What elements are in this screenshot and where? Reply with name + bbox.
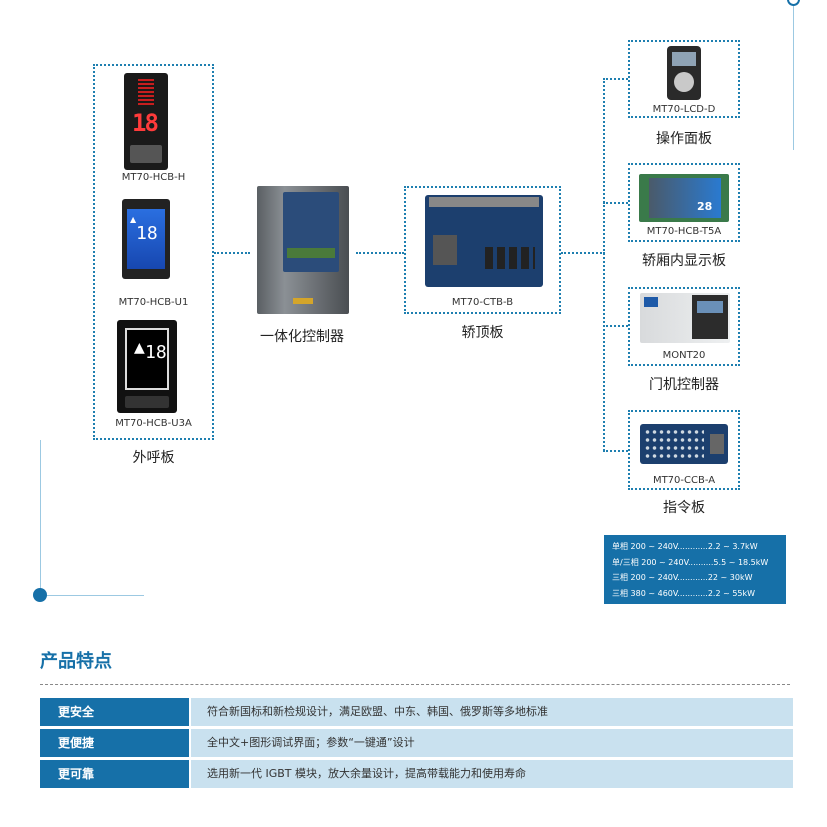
- door-controller-screen: [697, 301, 723, 313]
- command-board-image: [640, 424, 728, 464]
- connector-cartop-right: [561, 252, 605, 254]
- door-controller-image: [640, 293, 730, 343]
- feature-row-reliability: 更可靠 选用新一代 IGBT 模块，放大余量设计，提高带载能力和使用寿命: [40, 760, 793, 788]
- command-board-caption: 指令板: [663, 500, 705, 516]
- decor-line-left: [40, 440, 41, 596]
- hcb-h-dot-matrix: [138, 79, 154, 105]
- feature-key: 更可靠: [40, 760, 189, 788]
- spec-row: 三相 380 ~ 460V............2.2 ~ 55kW: [612, 588, 756, 598]
- integrated-controller-image: [257, 186, 349, 314]
- door-controller-box: [628, 287, 740, 366]
- hcb-u3a-digits: 18: [145, 342, 167, 363]
- operation-panel-image: [667, 46, 701, 100]
- command-board-port: [710, 434, 724, 454]
- hcb-u3a-label: MT70-HCB-U3A: [115, 418, 192, 429]
- connector-right-branch-4: [603, 450, 628, 452]
- car-display-image: 28: [639, 174, 729, 222]
- car-display-box: [628, 163, 740, 242]
- feature-value: 选用新一代 IGBT 模块，放大余量设计，提高带载能力和使用寿命: [191, 760, 793, 788]
- car-top-board-box: [404, 186, 561, 314]
- car-display-label: MT70-HCB-T5A: [646, 226, 722, 237]
- feature-key: 更安全: [40, 698, 189, 726]
- feature-value: 符合新国标和新检规设计，满足欧盟、中东、韩国、俄罗斯等多地标准: [191, 698, 793, 726]
- connector-right-branch-2: [603, 202, 628, 204]
- car-display-screen: [649, 178, 721, 218]
- hcb-u1-digits: 18: [136, 223, 158, 244]
- hall-call-board-group: [93, 64, 214, 440]
- hcb-u3a-board-image: ▲ 18: [117, 320, 177, 413]
- door-controller-logo: [644, 297, 658, 307]
- operation-panel-caption: 操作面板: [656, 131, 712, 147]
- integrated-controller-caption: 一体化控制器: [260, 329, 344, 345]
- connector-right-branch-1: [603, 78, 628, 80]
- hcb-h-buttons: [130, 145, 162, 163]
- car-top-board-image: [425, 195, 543, 287]
- feature-key: 更便捷: [40, 729, 189, 757]
- hcb-u1-board-image: 18 ▲: [122, 199, 170, 279]
- operation-panel-label: MT70-LCD-D: [652, 104, 716, 115]
- command-board-buttons: [644, 428, 704, 460]
- spec-row: 三相 200 ~ 240V............22 ~ 30kW: [612, 573, 753, 582]
- door-controller-caption: 门机控制器: [649, 377, 719, 393]
- car-display-digits: 28: [697, 200, 713, 213]
- connector-right-branch-3: [603, 325, 628, 327]
- car-top-board-label: MT70-CTB-B: [451, 297, 514, 308]
- features-divider: [40, 684, 790, 685]
- hcb-u3a-arrow-icon: ▲: [134, 340, 145, 356]
- hcb-h-digits: 18: [132, 109, 159, 137]
- spec-row: 单相 200 ~ 240V............2.2 ~ 3.7kW: [612, 542, 758, 551]
- feature-value: 全中文+图形调试界面；参数“一键通”设计: [191, 729, 793, 757]
- spec-row: 单/三相 200 ~ 240V..........5.5 ~ 18.5kW: [612, 557, 769, 567]
- hcb-u1-arrow-icon: ▲: [130, 215, 137, 224]
- controller-label-plate: [293, 298, 313, 304]
- car-top-relays: [485, 247, 535, 269]
- door-controller-label: MONT20: [662, 350, 706, 361]
- controller-terminals: [287, 248, 335, 258]
- command-board-label: MT70-CCB-A: [652, 475, 716, 486]
- power-spec-box: 单相 200 ~ 240V............2.2 ~ 3.7kW 单/三…: [604, 535, 786, 604]
- hcb-u1-screen: [127, 209, 165, 269]
- operation-panel-keypad: [674, 72, 694, 92]
- operation-panel-screen: [672, 52, 696, 66]
- feature-row-safety: 更安全 符合新国标和新检规设计，满足欧盟、中东、韩国、俄罗斯等多地标准: [40, 698, 793, 726]
- hcb-h-board-image: 18: [124, 73, 168, 170]
- decor-line-bottom: [40, 595, 144, 596]
- operation-panel-box: [628, 40, 740, 118]
- hcb-u1-label: MT70-HCB-U1: [118, 297, 189, 308]
- hcb-u3a-screen: [125, 328, 169, 390]
- connector-left-controller: [214, 252, 250, 254]
- car-top-board-caption: 轿顶板: [461, 325, 504, 341]
- controller-front-panel: [283, 192, 339, 272]
- decor-dot-left: [33, 588, 47, 602]
- connector-right-trunk: [603, 78, 605, 451]
- decor-line-right: [793, 0, 794, 150]
- feature-row-convenience: 更便捷 全中文+图形调试界面；参数“一键通”设计: [40, 729, 793, 757]
- car-top-db-port: [433, 235, 457, 265]
- decor-dot-right: [787, 0, 800, 6]
- hcb-u3a-buttons: [125, 396, 169, 408]
- command-board-box: [628, 410, 740, 490]
- hcb-h-label: MT70-HCB-H: [121, 172, 186, 183]
- car-top-connectors: [429, 197, 539, 207]
- features-title: 产品特点: [40, 651, 112, 672]
- connector-controller-cartop: [356, 252, 404, 254]
- car-display-caption: 轿厢内显示板: [642, 253, 726, 269]
- hall-call-board-caption: 外呼板: [132, 450, 175, 466]
